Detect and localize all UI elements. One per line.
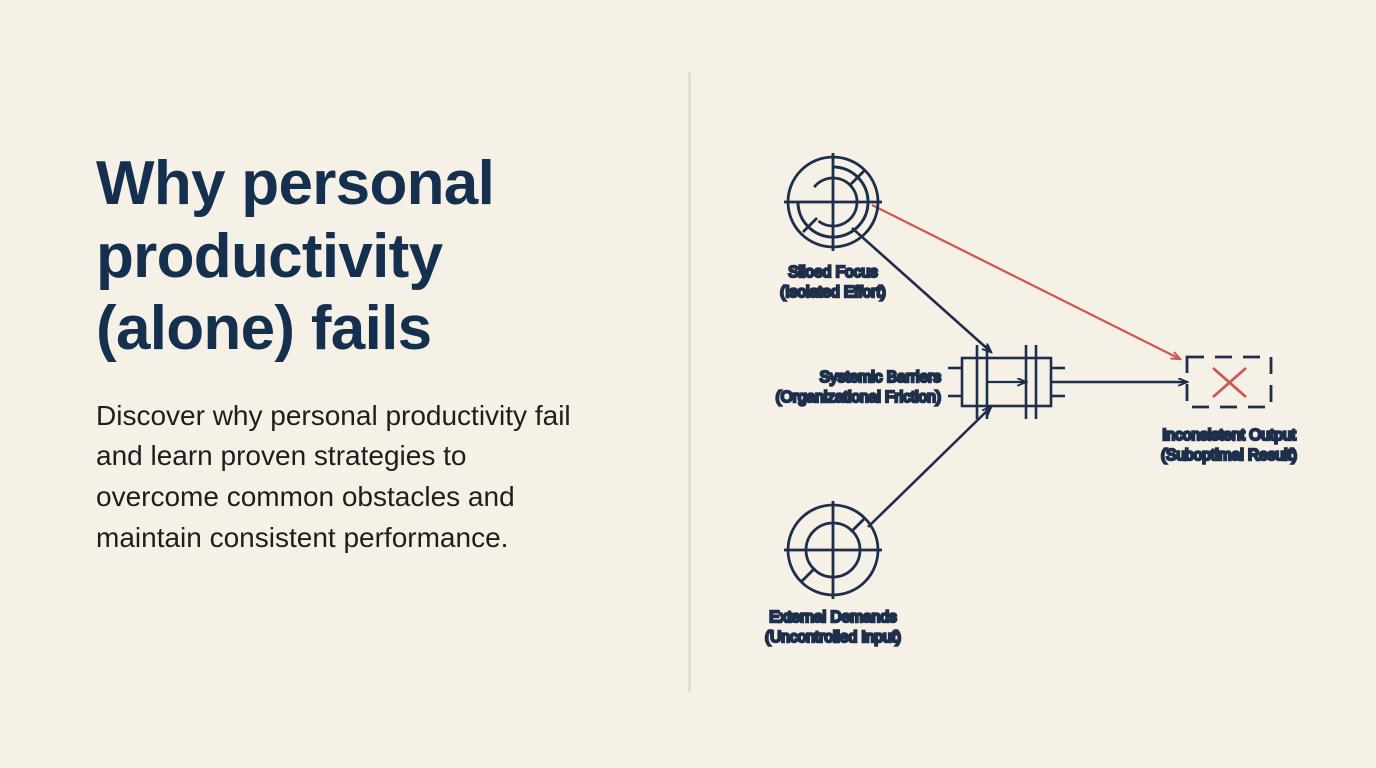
panel-divider xyxy=(688,72,691,692)
target-crosshair-icon xyxy=(784,153,882,251)
connector-siloed-to-output xyxy=(871,203,1180,359)
text-panel: Why personal productivity (alone) fails … xyxy=(96,148,616,559)
node-label-external-demands-line1: External Demands xyxy=(769,609,897,626)
node-label-inconsistent-output-line2: (Suboptimal Result) xyxy=(1161,447,1297,464)
node-label-systemic-barriers-line1: Systemic Barriers xyxy=(820,369,942,386)
connector-siloed-to-barriers xyxy=(851,227,991,352)
node-systemic-barriers[interactable]: Systemic Barriers (Organizational Fricti… xyxy=(774,345,1065,419)
page-title: Why personal productivity (alone) fails xyxy=(96,149,495,364)
node-label-external-demands-line2: (Uncontrolled Input) xyxy=(765,629,901,646)
page-subtitle: Discover why personal productivity fail … xyxy=(96,399,571,554)
node-inconsistent-output[interactable]: Inconsistent Output (Suboptimal Result) xyxy=(1160,355,1298,465)
node-label-inconsistent-output-line1: Inconsistent Output xyxy=(1162,427,1296,444)
node-siloed-focus[interactable]: Siloed Focus (Isolated Effort) xyxy=(779,153,887,302)
node-external-demands[interactable]: External Demands (Uncontrolled Input) xyxy=(764,501,902,647)
node-label-systemic-barriers-line2: (Organizational Friction) xyxy=(776,389,941,406)
node-label-siloed-focus-line2: (Isolated Effort) xyxy=(780,284,886,301)
process-block-icon xyxy=(948,345,1065,419)
node-label-siloed-focus-line1: Siloed Focus xyxy=(788,264,878,281)
wheel-target-icon xyxy=(784,501,882,599)
concept-diagram: Siloed Focus (Isolated Effort) xyxy=(700,0,1376,768)
dashed-box-cross-icon xyxy=(1185,355,1273,409)
connector-demands-to-barriers xyxy=(867,407,991,528)
